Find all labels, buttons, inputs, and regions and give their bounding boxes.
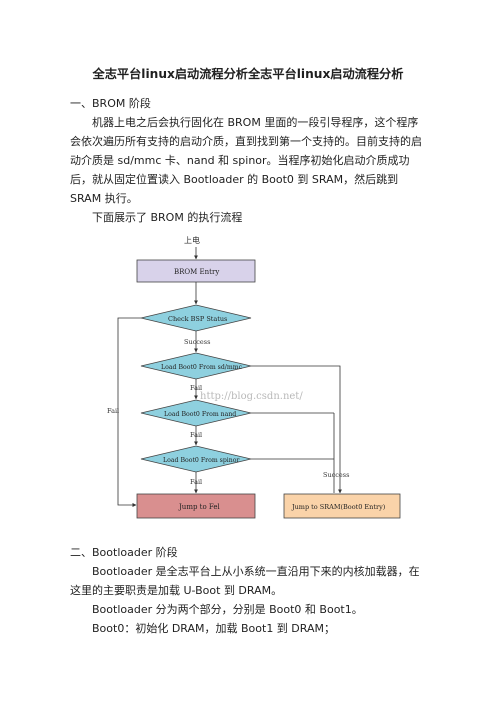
load-nand-label: Load Boot0 From nand: [164, 411, 236, 418]
fail-path-left: [117, 317, 141, 507]
page-title: 全志平台linux启动流程分析全志平台linux启动流程分析: [92, 67, 404, 81]
section2-line2: Bootloader 分为两个部分，分别是 Boot0 和 Boot1。: [92, 603, 363, 616]
brom-flowchart: 上电 BROM Entry Check BSP Status Success L…: [107, 235, 401, 519]
fail-label-left: Fail: [107, 407, 119, 415]
jump-fel-label: Jump to Fel: [178, 503, 221, 511]
section2-heading: 二、Bootloader 阶段: [70, 546, 178, 559]
jump-sram-label: Jump to SRAM(Boot0 Entry): [291, 503, 386, 511]
section1-paragraph: 机器上电之后会执行固化在 BROM 里面的一段引导程序，这个程序会依次遍历所有支…: [70, 116, 422, 205]
section2-paragraph: Bootloader 是全志平台上从小系统一直沿用下来的内核加载器，在这里的主要…: [70, 565, 420, 597]
watermark: http://blog.csdn.net/: [200, 391, 303, 402]
success-label-right: Success: [323, 471, 349, 479]
jump-fel-box: [136, 493, 256, 519]
check-bsp-label: Check BSP Status: [168, 315, 227, 323]
load-spinor-label: Load Boot0 From spinor: [163, 457, 239, 464]
brom-entry-label: BROM Entry: [174, 268, 219, 276]
success-label: Success: [184, 338, 210, 346]
flow-intro: 下面展示了 BROM 的执行流程: [92, 211, 243, 224]
load-sdmmc-label: Load Boot0 From sd/mmc: [161, 364, 243, 371]
success-path-sd: [251, 365, 342, 494]
section2-line3: Boot0：初始化 DRAM，加载 Boot1 到 DRAM；: [92, 622, 335, 635]
jump-sram-box: [283, 493, 401, 519]
power-on-label: 上电: [184, 235, 200, 245]
section1-heading: 一、BROM 阶段: [70, 97, 151, 110]
